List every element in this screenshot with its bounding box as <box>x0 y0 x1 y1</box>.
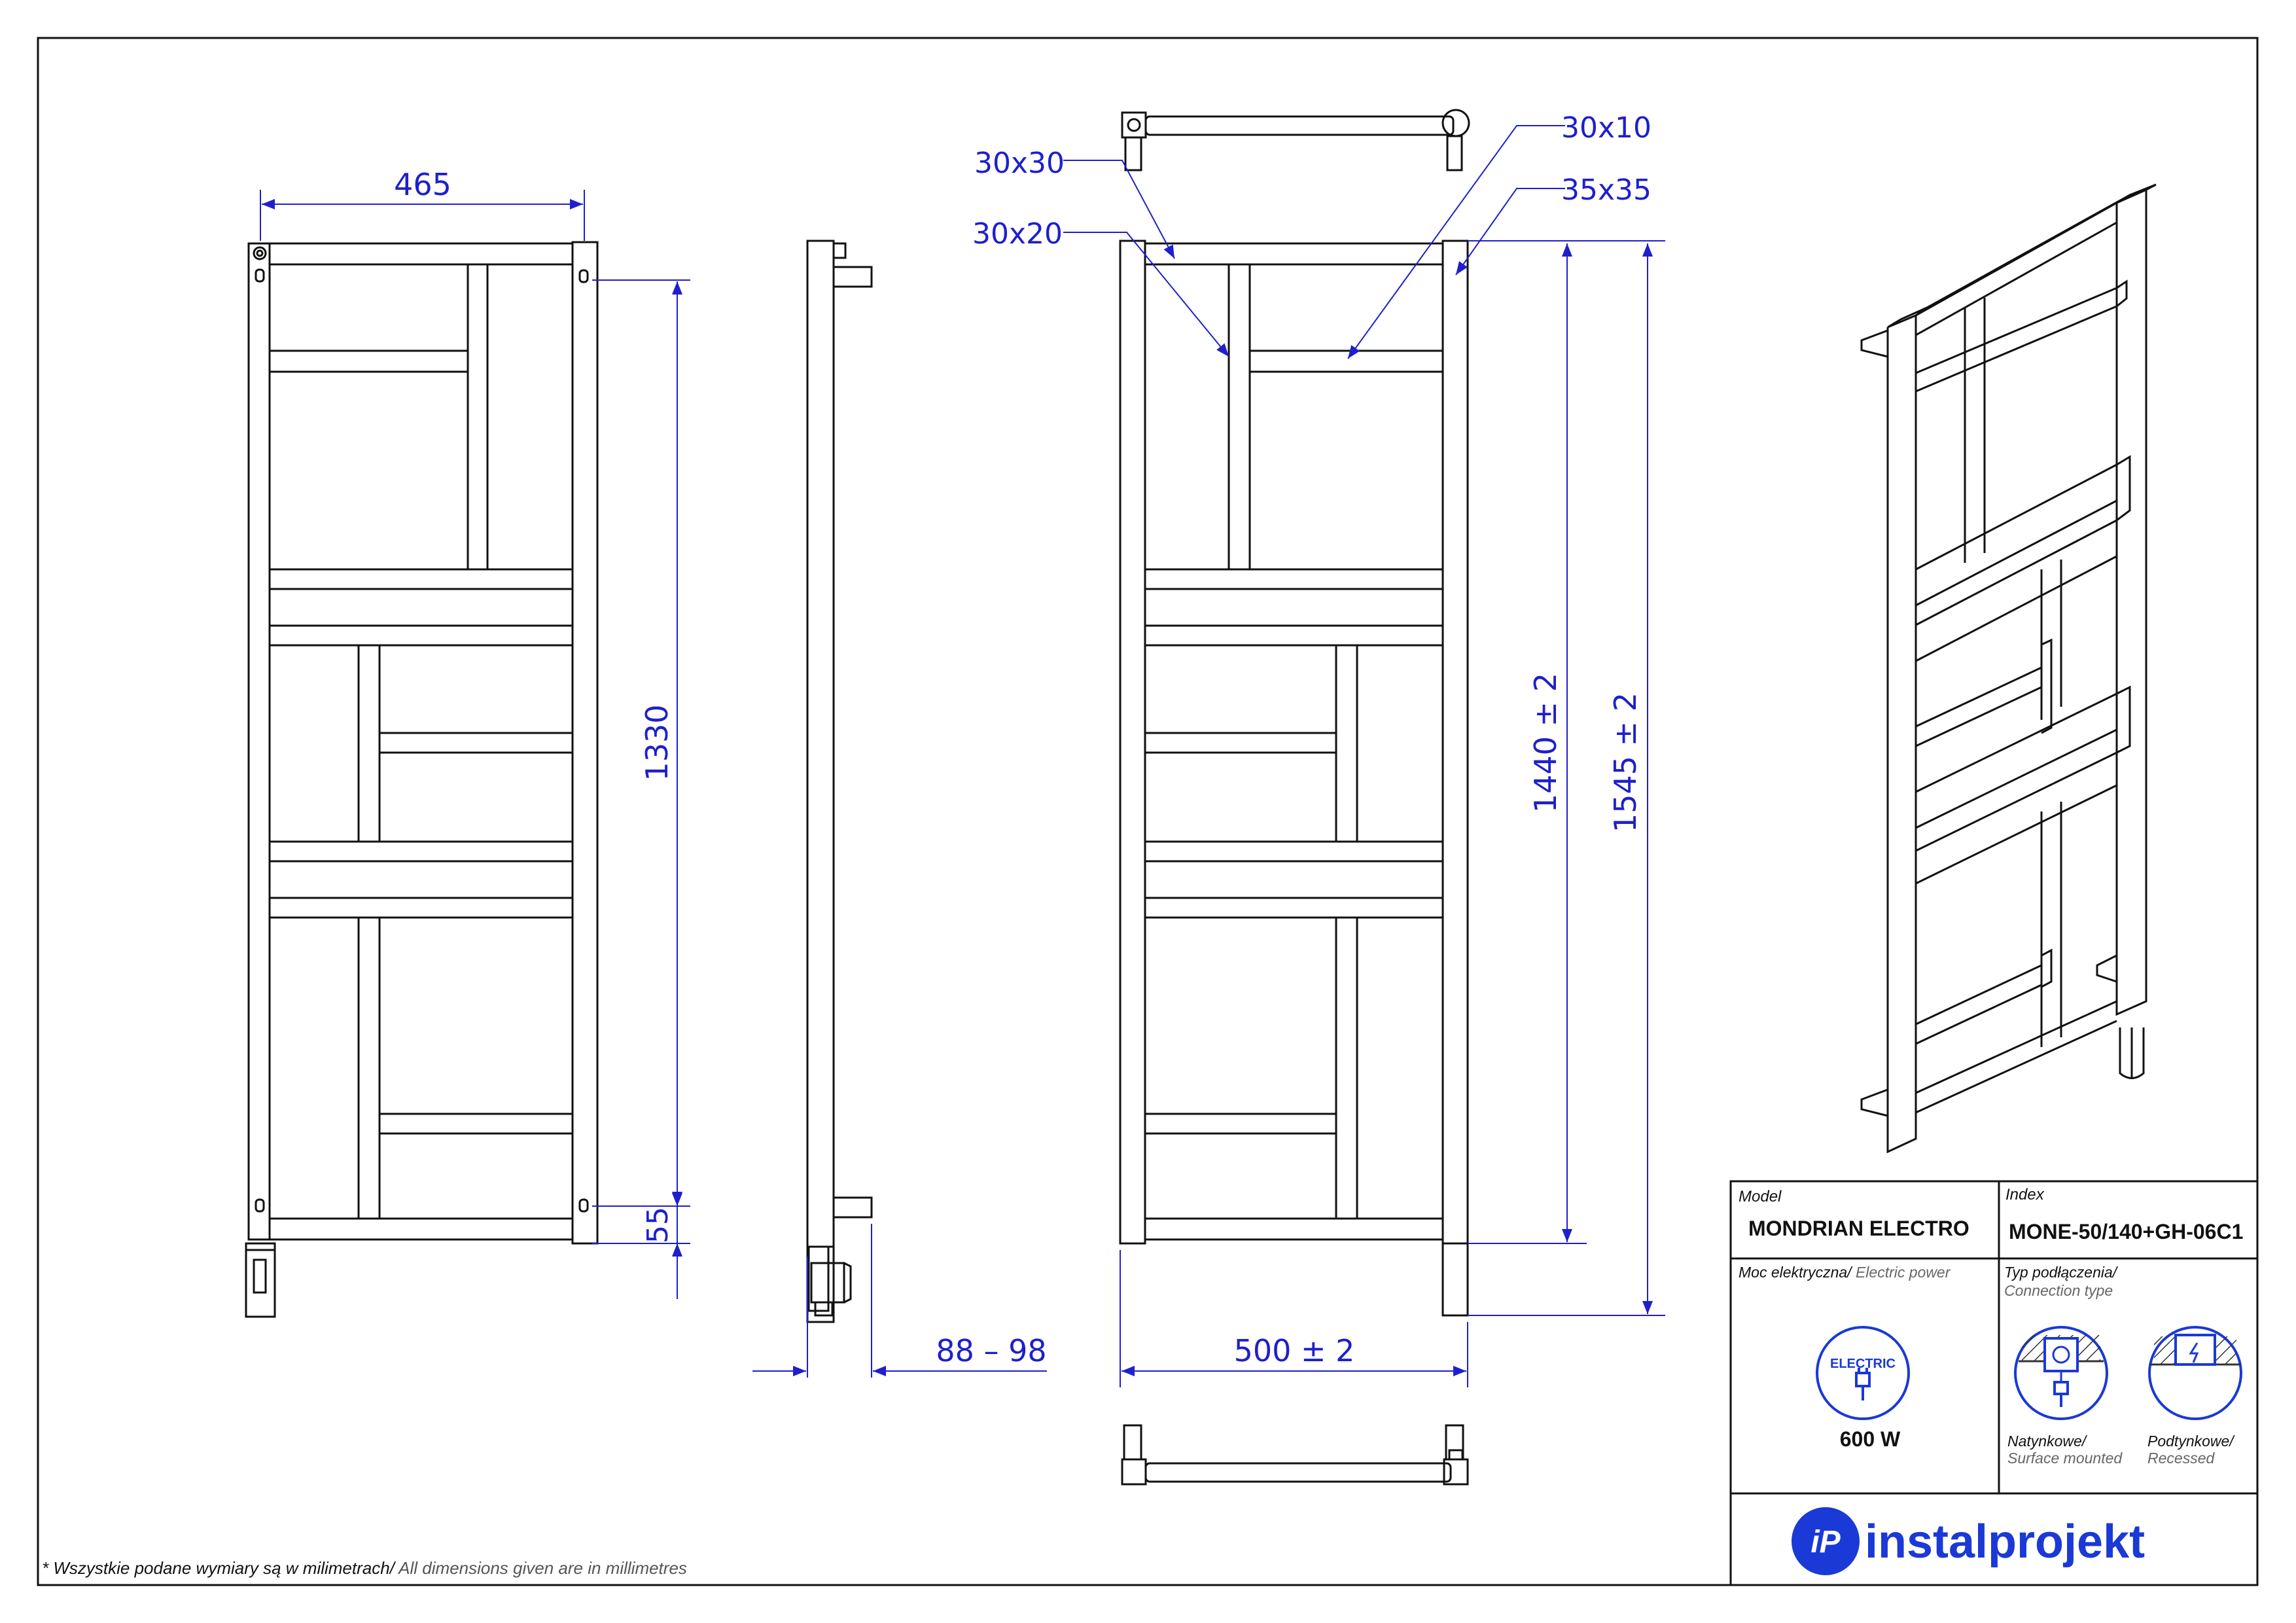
dim-1330: 1330 <box>639 704 675 781</box>
footnote: * Wszystkie podane wymiary są w milimetr… <box>42 1558 687 1578</box>
electric-badge-text: ELECTRIC <box>1830 1357 1896 1371</box>
brand-logo-icon <box>1792 1507 1860 1575</box>
rear-dimensions <box>1063 125 1665 1387</box>
footnote-pl: * Wszystkie podane wymiary są w milimetr… <box>42 1558 397 1578</box>
side-dimensions <box>752 1224 1047 1378</box>
top-view <box>1121 109 1470 171</box>
connection-caption-en: Connection type <box>2004 1282 2113 1299</box>
side-view <box>806 240 873 1323</box>
electric-icon <box>1816 1326 1910 1420</box>
isometric-view <box>1860 183 2157 1154</box>
power-value: 600 W <box>1840 1427 1901 1451</box>
label-30x20: 30x20 <box>972 217 1063 251</box>
rear-view <box>1119 240 1469 1317</box>
recessed-label-pl: Podtynkowe/ <box>2147 1433 2235 1450</box>
title-block <box>1729 1180 2259 1586</box>
model-value: MONDRIAN ELECTRO <box>1748 1217 1969 1240</box>
dim-depth: 88 – 98 <box>936 1333 1046 1368</box>
index-value: MONE-50/140+GH-06C1 <box>2009 1220 2243 1243</box>
surface-label-en: Surface mounted <box>2007 1450 2123 1467</box>
label-30x10: 30x10 <box>1561 111 1651 145</box>
label-30x30: 30x30 <box>974 147 1065 180</box>
surface-label-pl: Natynkowe/ <box>2007 1433 2088 1450</box>
dim-465: 465 <box>394 167 451 202</box>
connection-caption-pl: Typ podłączenia/ <box>2004 1264 2119 1281</box>
sheet-border <box>37 37 2259 1586</box>
dim-55: 55 <box>641 1207 675 1243</box>
front-dimensions <box>260 190 690 1299</box>
power-caption-pl: Moc elektryczna/ <box>1739 1264 1853 1281</box>
power-caption: Moc elektryczna/ Electric power <box>1739 1264 1951 1281</box>
index-caption: Index <box>2005 1186 2045 1204</box>
recessed-icon <box>2148 1326 2242 1420</box>
brand-name: instalprojekt <box>1865 1516 2145 1568</box>
dim-1545: 1545 ± 2 <box>1608 692 1643 832</box>
model-caption: Model <box>1739 1188 1782 1205</box>
bottom-view <box>1121 1424 1469 1486</box>
dim-1440: 1440 ± 2 <box>1528 673 1563 813</box>
dim-500: 500 ± 2 <box>1234 1333 1355 1368</box>
brand-mark: iP <box>1810 1525 1841 1560</box>
recessed-label-en: Recessed <box>2147 1450 2215 1467</box>
surface-mounted-icon <box>2014 1326 2108 1420</box>
label-35x35: 35x35 <box>1561 173 1651 207</box>
power-caption-en: Electric power <box>1852 1264 1951 1281</box>
footnote-en: All dimensions given are in millimetres <box>395 1558 687 1578</box>
front-view <box>245 241 599 1318</box>
